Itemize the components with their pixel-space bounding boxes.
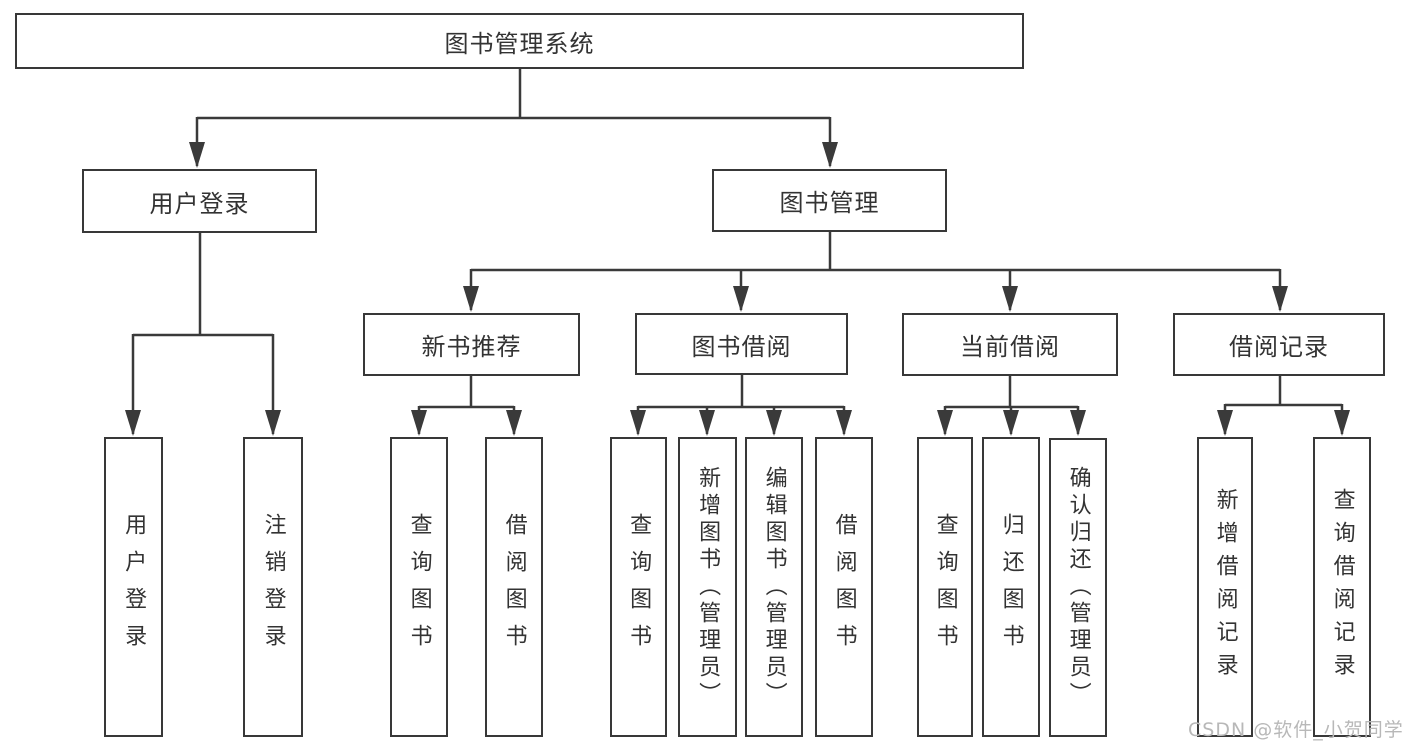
node-new-book-recommend: 新书推荐 <box>363 313 580 376</box>
node-user-login: 用户登录 <box>82 169 317 233</box>
leaf-query-books-borrow: 查询图书 <box>610 437 667 737</box>
leaf-query-books-recommend: 查询图书 <box>390 437 448 737</box>
leaf-query-books-current: 查询图书 <box>917 437 973 737</box>
node-book-borrow: 图书借阅 <box>635 313 848 375</box>
leaf-logout: 注销登录 <box>243 437 303 737</box>
leaf-add-borrow-record: 新增借阅记录 <box>1197 437 1253 737</box>
node-system-root: 图书管理系统 <box>15 13 1024 69</box>
leaf-confirm-return-admin: 确认归还（管理员） <box>1049 438 1107 737</box>
leaf-borrow-books: 借阅图书 <box>815 437 873 737</box>
csdn-watermark: CSDN @软件_小贺同学 <box>1188 719 1404 741</box>
node-current-borrow: 当前借阅 <box>902 313 1118 376</box>
leaf-borrow-books-recommend: 借阅图书 <box>485 437 543 737</box>
node-book-management: 图书管理 <box>712 169 947 232</box>
leaf-return-book: 归还图书 <box>982 437 1040 737</box>
leaf-query-borrow-record: 查询借阅记录 <box>1313 437 1371 737</box>
leaf-user-login: 用户登录 <box>104 437 163 737</box>
leaf-edit-book-admin: 编辑图书（管理员） <box>745 437 803 737</box>
leaf-add-book-admin: 新增图书（管理员） <box>678 437 737 737</box>
node-borrow-records: 借阅记录 <box>1173 313 1385 376</box>
